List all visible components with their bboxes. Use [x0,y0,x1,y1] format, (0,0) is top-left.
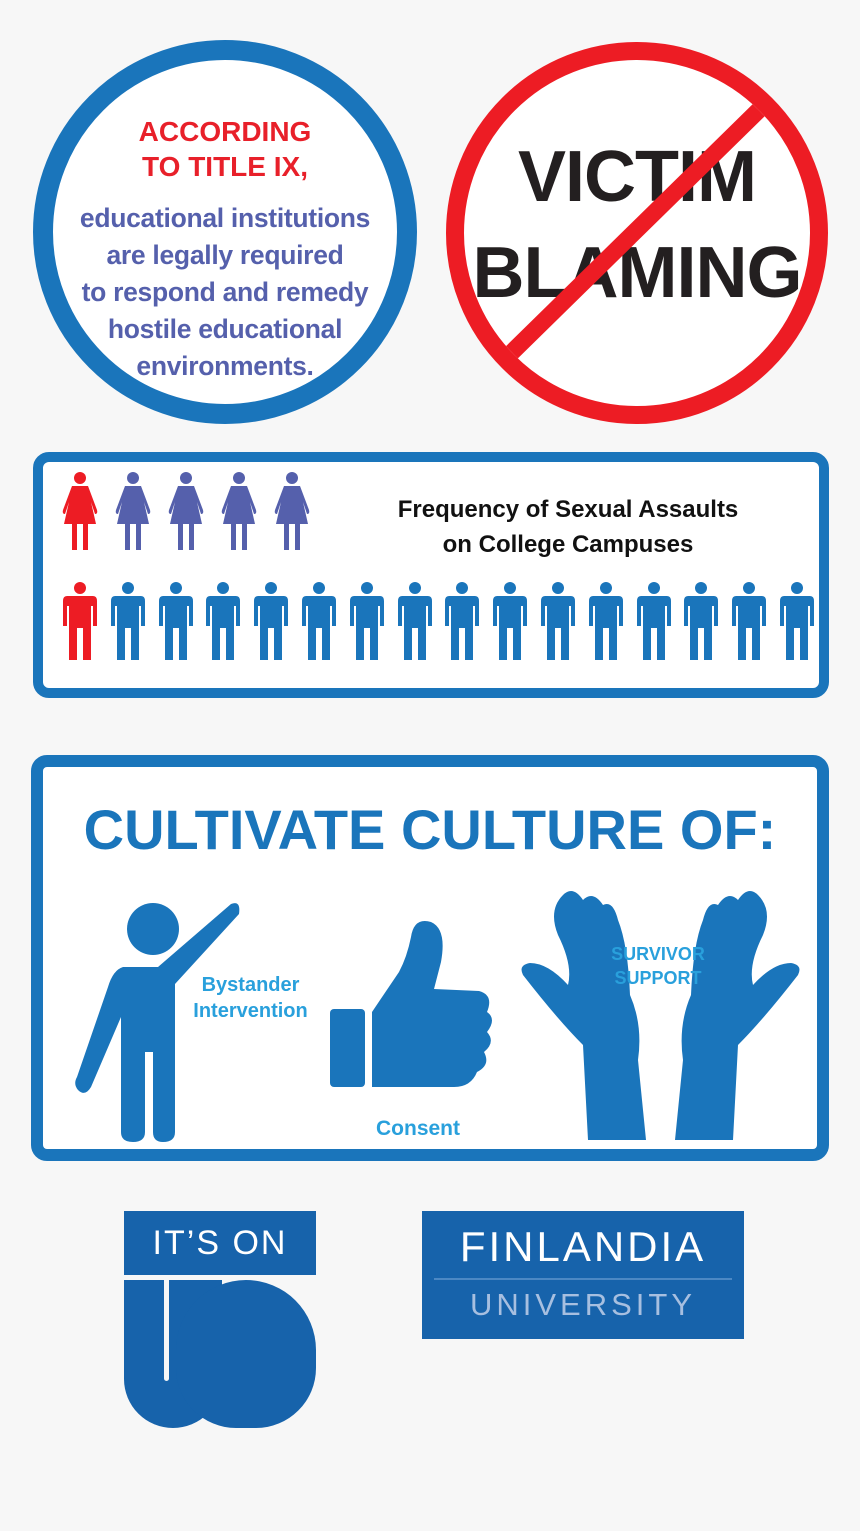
man-figure-icon [349,582,384,660]
consent-label: Consent [376,1117,460,1140]
woman-figure-icon [115,472,151,550]
survivor-label-2: SUPPORT [614,968,702,988]
man-figure-icon [206,582,241,660]
culture-title: CULTIVATE CULTURE OF: [83,798,777,861]
frequency-title-2: on College Campuses [442,531,694,558]
man-figure-icon [445,582,480,660]
title-ix-heading-2: TO TITLE IX, [142,151,308,182]
open-hands-icon [521,891,800,1140]
title-ix-body-5: environments. [136,351,314,381]
bystander-label-1: Bystander [201,974,300,996]
man-figure-icon [110,582,145,660]
woman-figure-icon [274,472,310,550]
title-ix-body-1: educational institutions [79,203,371,233]
woman-figure-icon [168,472,204,550]
frequency-title-1: Frequency of Sexual Assaults [397,496,739,523]
man-figure-icon [684,582,719,660]
prohibition-sign-icon [498,98,770,367]
frequency-box: Frequency of Sexual Assaults on College … [33,452,829,698]
man-figure-icon [732,582,767,660]
man-figure-icon [302,582,336,660]
man-figure-icon [541,582,575,660]
title-ix-body-4: hostile educational [107,314,343,344]
title-ix-heading-1: ACCORDING [138,116,312,147]
thumbs-up-icon [330,921,492,1087]
man-figure-icon [588,582,623,660]
title-ix-body-3: to respond and remedy [81,277,369,307]
its-on-us-logo-top: IT’S ON [124,1211,316,1275]
woman-figure-icon [62,472,98,550]
woman-figure-icon [221,472,257,550]
no-victim-blaming-circle: VICTIM BLAMING [446,42,828,424]
finlandia-university: UNIVERSITY [469,1287,697,1322]
man-figure-icon [397,582,432,660]
its-on-us-logo-us [124,1280,316,1428]
man-figure-icon [63,582,97,660]
man-figure-icon [636,582,671,660]
title-ix-circle: ACCORDING TO TITLE IX, educational insti… [33,40,417,424]
culture-box: CULTIVATE CULTURE OF: Bystander Interven… [31,755,829,1161]
finlandia-logo: FINLANDIA UNIVERSITY [422,1211,744,1339]
man-figure-icon [158,582,193,660]
survivor-label-1: SURVIVOR [611,944,705,964]
blaming-text: BLAMING [472,233,803,313]
raised-hand-person-icon [75,903,240,1142]
man-figure-icon [493,582,528,660]
man-figure-icon [254,582,289,660]
bystander-label-2: Intervention [193,1000,308,1022]
man-figure-icon [780,582,814,660]
finlandia-name: FINLANDIA [459,1223,707,1270]
title-ix-body-2: are legally required [106,240,344,270]
